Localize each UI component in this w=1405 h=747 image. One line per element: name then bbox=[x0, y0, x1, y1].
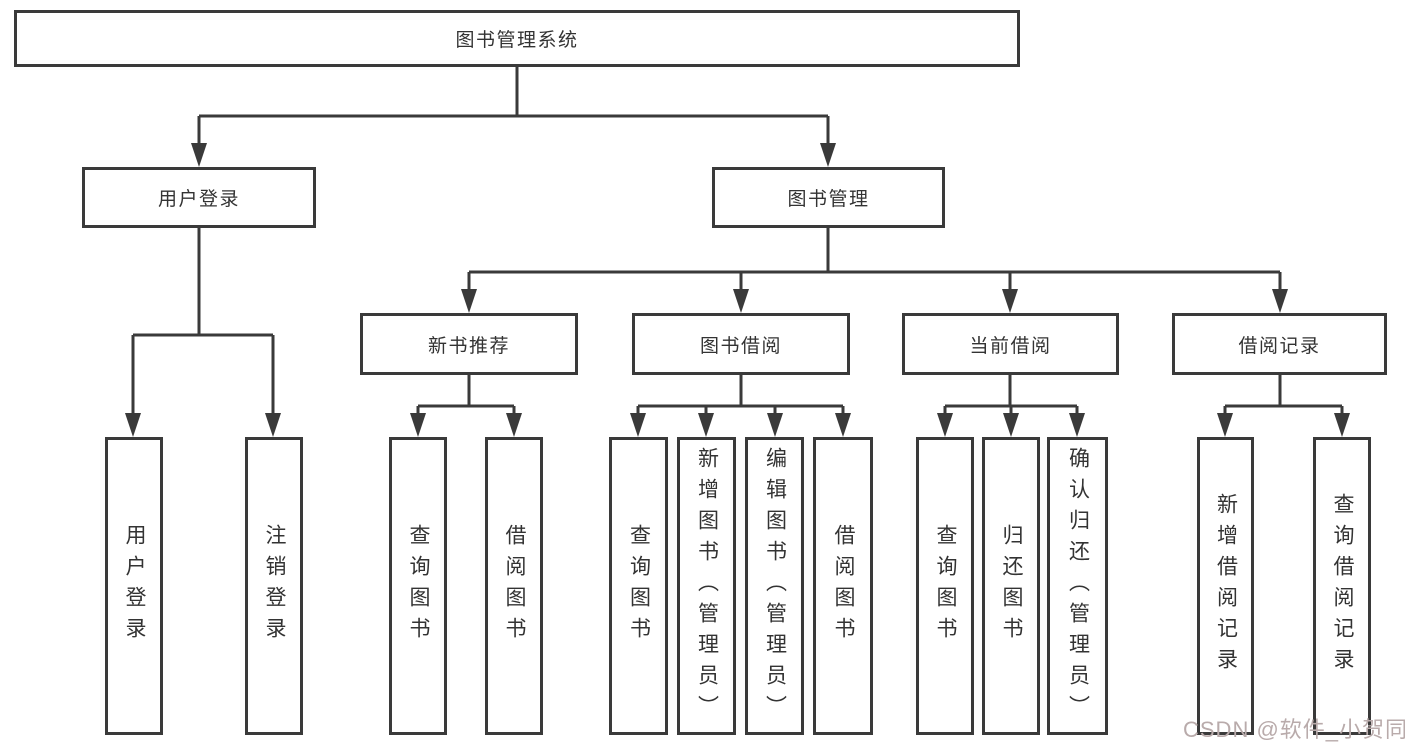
node-book-management: 图书管理 bbox=[712, 167, 945, 228]
node-book-borrow: 图书借阅 bbox=[632, 313, 850, 375]
csdn-watermark: CSDN @软件_小贺同学 bbox=[1183, 717, 1405, 742]
node-label: 新增图书（管理员） bbox=[695, 446, 719, 726]
node-current-borrow: 当前借阅 bbox=[902, 313, 1119, 375]
leaf-query-borrow-record: 查询借阅记录 bbox=[1313, 437, 1371, 735]
leaf-borrow-books: 借阅图书 bbox=[813, 437, 873, 735]
node-user-login: 用户登录 bbox=[82, 167, 316, 228]
leaf-query-books: 查询图书 bbox=[389, 437, 447, 735]
node-label: 归还图书 bbox=[1000, 524, 1024, 648]
node-borrow-records: 借阅记录 bbox=[1172, 313, 1387, 375]
leaf-query-books: 查询图书 bbox=[916, 437, 974, 735]
leaf-confirm-return-admin: 确认归还（管理员） bbox=[1047, 437, 1108, 735]
node-label: 编辑图书（管理员） bbox=[763, 446, 787, 726]
node-label: 查询图书 bbox=[627, 524, 651, 648]
node-label: 查询图书 bbox=[934, 524, 958, 648]
arrowheads bbox=[125, 143, 1350, 437]
node-label: 借阅图书 bbox=[832, 524, 856, 648]
node-label: 查询借阅记录 bbox=[1331, 493, 1355, 679]
node-label: 用户登录 bbox=[123, 524, 147, 648]
leaf-add-books-admin: 新增图书（管理员） bbox=[677, 437, 736, 735]
node-label: 注销登录 bbox=[263, 524, 287, 648]
node-new-book-recommend: 新书推荐 bbox=[360, 313, 578, 375]
leaf-user-login: 用户登录 bbox=[105, 437, 163, 735]
leaf-query-books: 查询图书 bbox=[609, 437, 668, 735]
leaf-add-borrow-record: 新增借阅记录 bbox=[1197, 437, 1254, 735]
node-label: 借阅图书 bbox=[503, 524, 527, 648]
node-label: 新增借阅记录 bbox=[1214, 493, 1238, 679]
node-label: 确认归还（管理员） bbox=[1066, 446, 1090, 726]
node-label: 查询图书 bbox=[407, 524, 431, 648]
leaf-logout: 注销登录 bbox=[245, 437, 303, 735]
leaf-borrow-books: 借阅图书 bbox=[485, 437, 543, 735]
leaf-edit-books-admin: 编辑图书（管理员） bbox=[745, 437, 804, 735]
node-library-management-system: 图书管理系统 bbox=[14, 10, 1020, 67]
leaf-return-books: 归还图书 bbox=[982, 437, 1040, 735]
